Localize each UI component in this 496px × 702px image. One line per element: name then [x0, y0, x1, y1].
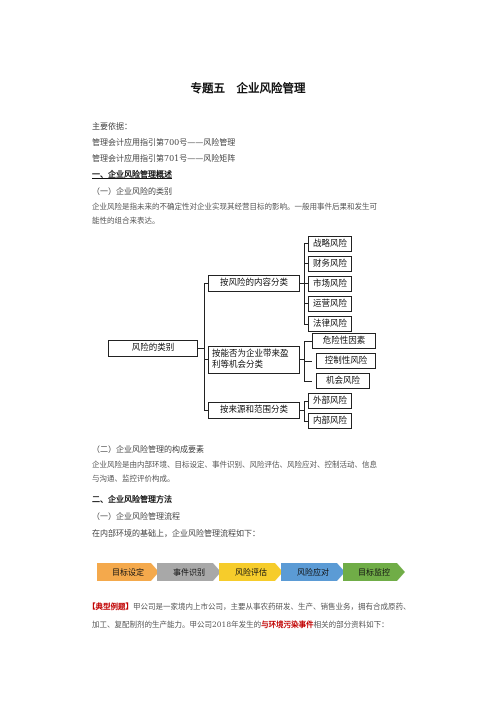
connector — [198, 348, 204, 349]
example-line-2: 加工、复配制剂的生产能力。甲公司2018年发生的与环境污染事件相关的部分资料如下… — [92, 618, 389, 632]
process-step-risk-response: 风险应对 — [281, 563, 345, 581]
connector — [300, 359, 305, 360]
process-step-event-identification: 事件识别 — [157, 563, 221, 581]
connector — [204, 410, 208, 411]
page-title: 专题五 企业风险管理 — [190, 81, 306, 95]
example-highlight: 与环境污染事件 — [261, 620, 314, 629]
section-1-paragraph-line-1: 企业风险是指未来的不确定性对企业实现其经营目标的影响。一般用事件后果和发生可 — [92, 202, 377, 211]
section-1-sub-1: （一）企业风险的类别 — [92, 187, 172, 196]
leaf-strategic-risk: 战略风险 — [308, 236, 352, 252]
connector — [304, 401, 308, 402]
example-lead: 【典型例题】 — [88, 602, 133, 611]
example-text-1: 甲公司是一家境内上市公司，主要从事农药研发、生产、销售业务，拥有合成原药、 — [133, 602, 411, 611]
section-1-paragraph-line-2: 能性的组合来表达。 — [92, 216, 160, 225]
connector — [304, 381, 312, 382]
connector — [304, 243, 305, 325]
process-step-goal-monitoring: 目标监控 — [343, 563, 405, 581]
section-2-heading: 二、企业风险管理方法 — [92, 494, 172, 504]
section-1-paragraph-2-line-2: 与沟通、监控评价构成。 — [92, 474, 175, 483]
example-text-2b: 相关的部分资料如下： — [313, 620, 389, 629]
diagram-root: 风险的类别 — [108, 340, 198, 357]
leaf-control-risk: 控制性风险 — [316, 353, 376, 369]
process-step-goal-setting: 目标设定 — [97, 563, 159, 581]
connector — [304, 361, 312, 362]
connector — [304, 324, 308, 325]
leaf-external-risk: 外部风险 — [308, 393, 352, 409]
example-text-2a: 加工、复配制剂的生产能力。甲公司2018年发生的 — [92, 620, 262, 629]
branch-source-scope: 按来源和范围分类 — [208, 402, 300, 419]
basis-item-701: 管理会计应用指引第701号——风险矩阵 — [92, 154, 236, 163]
connector — [304, 341, 312, 342]
connector — [204, 283, 205, 411]
section-1-heading: 一、企业风险管理概述 — [92, 169, 172, 179]
leaf-hazard-factor: 危险性因素 — [312, 333, 376, 349]
leaf-internal-risk: 内部风险 — [308, 413, 352, 429]
process-step-risk-assessment: 风险评估 — [219, 563, 283, 581]
leaf-market-risk: 市场风险 — [308, 276, 352, 292]
connector — [304, 401, 305, 422]
leaf-legal-risk: 法律风险 — [308, 316, 352, 332]
leaf-opportunity-risk: 机会风险 — [316, 373, 370, 389]
section-2-paragraph: 在内部环境的基础上，企业风险管理流程如下： — [92, 529, 260, 538]
section-1-paragraph: 企业风险是指未来的不确定性对企业实现其经营目标的影响。一般用事件后果和发生可 — [92, 200, 437, 214]
section-1-sub-2: （二）企业风险管理的构成要素 — [92, 445, 204, 454]
basis-label: 主要依据： — [92, 122, 132, 131]
branch-opportunity: 按能否为企业带来盈利等机会分类 — [208, 346, 300, 374]
connector — [304, 243, 308, 244]
connector — [204, 283, 208, 284]
connector — [204, 359, 208, 360]
connector — [304, 303, 308, 304]
example-line-1: 【典型例题】甲公司是一家境内上市公司，主要从事农药研发、生产、销售业务，拥有合成… — [88, 600, 411, 614]
connector — [304, 263, 308, 264]
basis-item-700: 管理会计应用指引第700号——风险管理 — [92, 138, 236, 147]
branch-content: 按风险的内容分类 — [208, 275, 300, 292]
connector — [304, 421, 308, 422]
section-2-sub-1: （一）企业风险管理流程 — [92, 512, 180, 521]
connector — [300, 410, 305, 411]
section-1-paragraph-2-line-1: 企业风险是由内部环境、目标设定、事件识别、风险评估、风险应对、控制活动、信息 — [92, 460, 377, 469]
leaf-operational-risk: 运营风险 — [308, 296, 352, 312]
leaf-financial-risk: 财务风险 — [308, 256, 352, 272]
connector — [300, 283, 305, 284]
connector — [304, 283, 308, 284]
